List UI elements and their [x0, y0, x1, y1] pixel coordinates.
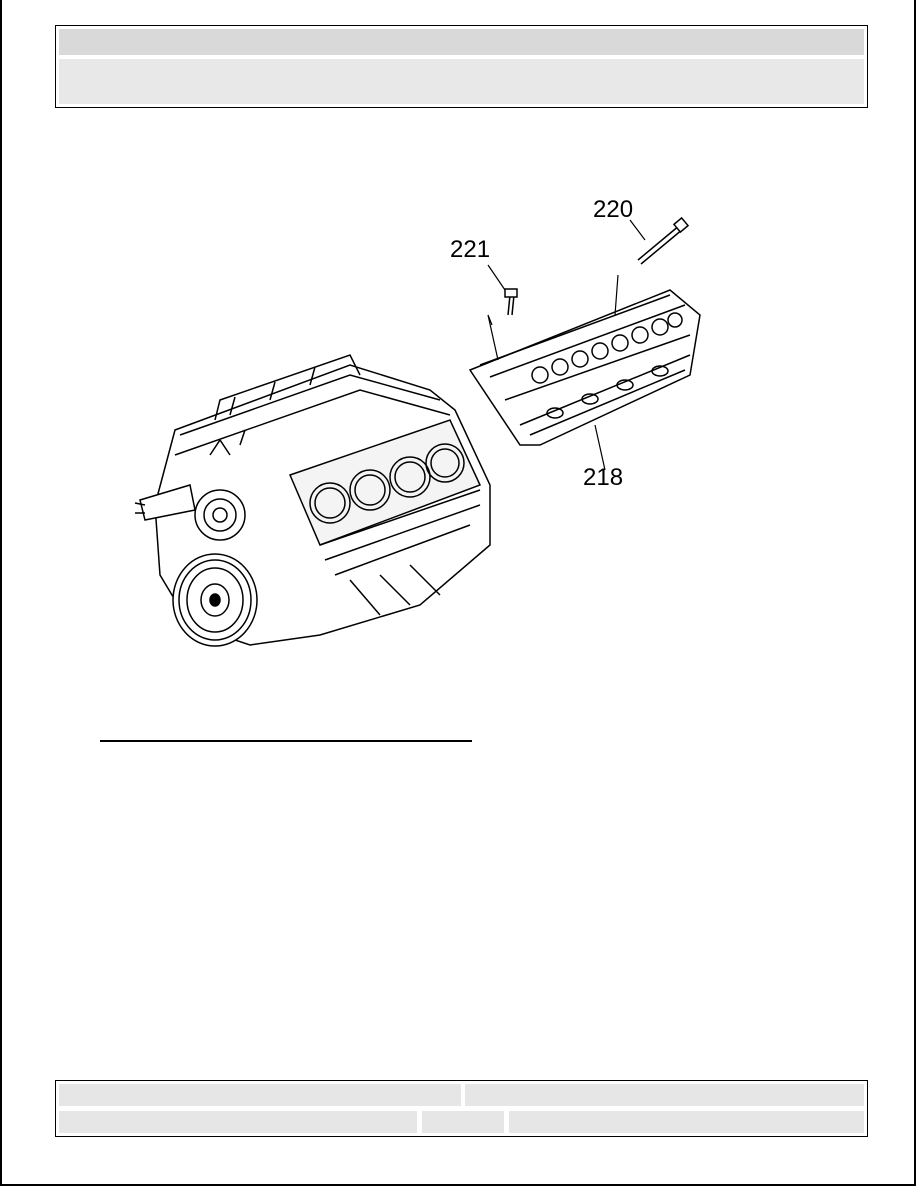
footer-cell [422, 1111, 504, 1133]
footer-cell [465, 1084, 864, 1106]
header-title-row [59, 29, 864, 55]
footer-cell [509, 1111, 864, 1133]
callout-221: 221 [450, 236, 490, 263]
header-subtitle-row [59, 59, 864, 104]
footer-table [55, 1080, 868, 1137]
footer-cell [59, 1084, 461, 1106]
engine-cylinder-head-illustration: 221 220 218 [134, 196, 701, 647]
callout-220: 220 [593, 196, 633, 223]
callout-218: 218 [583, 464, 623, 491]
section-divider [100, 740, 472, 742]
footer-cell [59, 1111, 417, 1133]
header-table [55, 25, 868, 108]
cylinder-head-drawing [468, 216, 701, 471]
engine-block-drawing [134, 354, 491, 647]
